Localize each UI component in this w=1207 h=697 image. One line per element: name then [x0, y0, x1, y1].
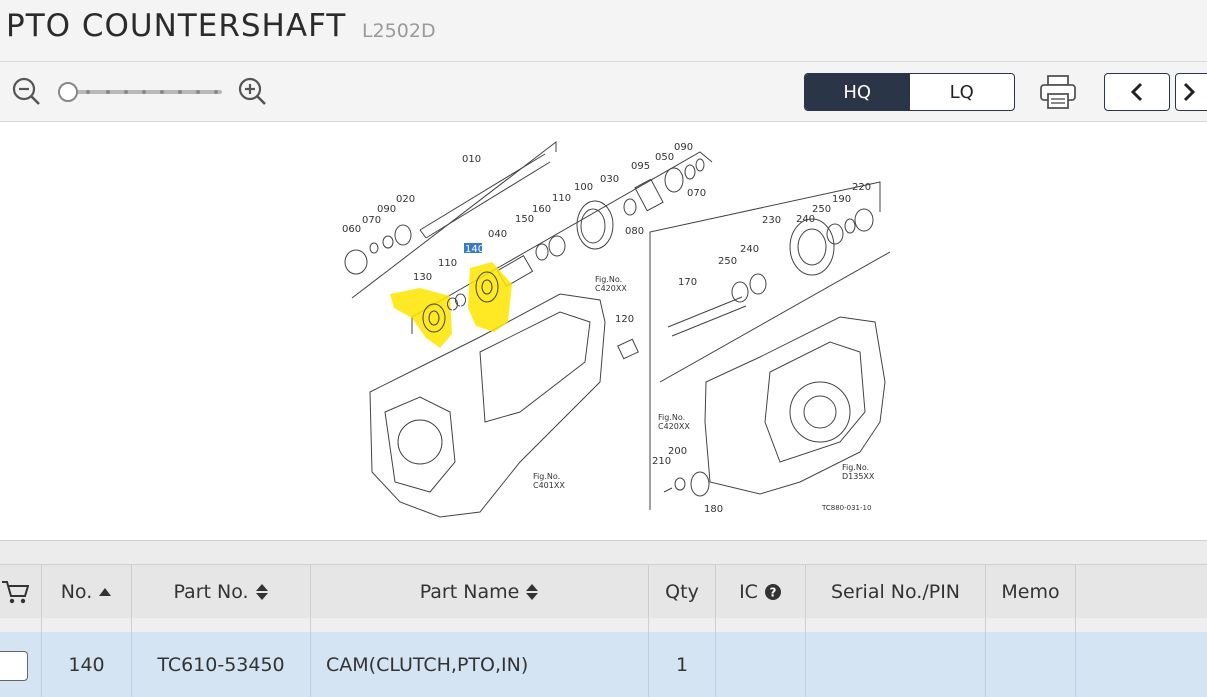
- fig-ref-code[interactable]: C420XX: [658, 422, 690, 431]
- callout-240b[interactable]: 240: [740, 244, 759, 255]
- callout-210[interactable]: 210: [652, 456, 671, 467]
- zoom-slider-thumb[interactable]: [58, 82, 78, 102]
- col-serial-label: Serial No./PIN: [830, 580, 961, 603]
- drawing-id: TC880-031-10: [821, 504, 871, 512]
- quality-toggle: HQ LQ: [804, 73, 1015, 111]
- col-part-name-label: Part Name: [419, 580, 520, 603]
- callout-150[interactable]: 150: [515, 214, 534, 225]
- callout-250a[interactable]: 250: [812, 204, 831, 215]
- col-part-no-label: Part No.: [173, 580, 249, 603]
- callout-230[interactable]: 230: [762, 215, 781, 226]
- sort-icon: [255, 583, 268, 600]
- callout-120[interactable]: 120: [615, 314, 634, 325]
- col-ic: IC ?: [716, 565, 806, 618]
- sort-asc-icon: [99, 587, 112, 596]
- callout-020[interactable]: 020: [396, 194, 415, 205]
- highlight-marker: [390, 262, 512, 348]
- col-no[interactable]: No.: [42, 565, 132, 618]
- cell-memo[interactable]: [986, 632, 1076, 697]
- cell-part-no[interactable]: TC610-53450: [132, 632, 311, 697]
- next-button[interactable]: [1175, 73, 1207, 111]
- callout-240a[interactable]: 240: [796, 214, 815, 225]
- exploded-parts-diagram[interactable]: 010 020 030 040 050 060 070 070 080 090 …: [0, 122, 1207, 540]
- fig-ref-label: Fig.No.: [595, 275, 622, 284]
- col-memo-label: Memo: [1001, 580, 1060, 603]
- callout-220[interactable]: 220: [852, 182, 871, 193]
- chevron-left-icon: [1130, 82, 1143, 102]
- callout-090a[interactable]: 090: [377, 204, 396, 215]
- col-serial: Serial No./PIN: [806, 565, 986, 618]
- cell-part-name: CAM(CLUTCH,PTO,IN): [311, 632, 649, 697]
- col-part-name[interactable]: Part Name: [311, 565, 649, 618]
- callout-140[interactable]: 140: [465, 244, 484, 255]
- fig-ref-code[interactable]: C420XX: [595, 284, 627, 293]
- fig-ref-label: Fig.No.: [533, 472, 560, 481]
- fig-ref-label: Fig.No.: [658, 413, 685, 422]
- col-part-no[interactable]: Part No.: [132, 565, 311, 618]
- panel-divider[interactable]: [0, 540, 1207, 565]
- svg-text:?: ?: [769, 585, 776, 599]
- col-qty: Qty: [649, 565, 716, 618]
- callout-010[interactable]: 010: [462, 154, 481, 165]
- cell-no: 140: [42, 632, 132, 697]
- table-row[interactable]: 140 TC610-53450 CAM(CLUTCH,PTO,IN) 1: [0, 632, 1207, 697]
- row-checkbox[interactable]: [0, 651, 28, 681]
- toolbar: HQ LQ: [0, 62, 1207, 122]
- callout-160[interactable]: 160: [532, 204, 551, 215]
- callout-070b[interactable]: 070: [687, 188, 706, 199]
- callout-050[interactable]: 050: [655, 152, 674, 163]
- parts-diagram-panel: 010 020 030 040 050 060 070 070 080 090 …: [0, 122, 1207, 540]
- cell-serial: [806, 632, 986, 697]
- printer-icon[interactable]: [1038, 72, 1078, 112]
- callout-040[interactable]: 040: [488, 229, 507, 240]
- callout-170[interactable]: 170: [678, 277, 697, 288]
- callout-070a[interactable]: 070: [362, 215, 381, 226]
- zoom-in-icon[interactable]: [236, 75, 268, 107]
- page-header: PTO COUNTERSHAFT L2502D: [0, 0, 1207, 62]
- col-ic-label: IC: [739, 580, 758, 603]
- cart-icon: [1, 580, 29, 603]
- callout-140-highlight: [464, 243, 482, 253]
- zoom-slider-track[interactable]: [66, 90, 222, 94]
- cell-ic: [716, 632, 806, 697]
- help-icon[interactable]: ?: [764, 583, 782, 601]
- row-select-cell: [0, 632, 42, 697]
- model-name: L2502D: [362, 20, 436, 42]
- callout-100[interactable]: 100: [574, 182, 593, 193]
- callout-110a[interactable]: 110: [552, 193, 571, 204]
- cell-qty: 1: [649, 632, 716, 697]
- callout-090b[interactable]: 090: [674, 142, 693, 153]
- callout-130[interactable]: 130: [413, 272, 432, 283]
- callout-060[interactable]: 060: [342, 224, 361, 235]
- col-no-label: No.: [60, 580, 93, 603]
- callout-250b[interactable]: 250: [718, 256, 737, 267]
- zoom-out-icon[interactable]: [10, 75, 42, 107]
- fig-ref-label: Fig.No.: [842, 463, 869, 472]
- sort-icon: [526, 583, 539, 600]
- col-cart[interactable]: [0, 565, 42, 618]
- col-qty-label: Qty: [665, 580, 699, 603]
- page-title: PTO COUNTERSHAFT: [6, 8, 347, 44]
- callout-110b[interactable]: 110: [438, 258, 457, 269]
- fig-ref-code[interactable]: D135XX: [842, 472, 875, 481]
- callout-080[interactable]: 080: [625, 226, 644, 237]
- callout-095[interactable]: 095: [631, 161, 650, 172]
- callout-180[interactable]: 180: [704, 504, 723, 515]
- callout-190[interactable]: 190: [832, 194, 851, 205]
- fig-ref-code[interactable]: C401XX: [533, 481, 565, 490]
- prev-button[interactable]: [1104, 73, 1170, 111]
- parts-table-header: No. Part No. Part Name Qty IC ? Serial N…: [0, 564, 1207, 619]
- hq-button[interactable]: HQ: [805, 74, 910, 110]
- chevron-right-icon: [1183, 82, 1196, 102]
- filter-row: [0, 618, 1207, 632]
- lq-button[interactable]: LQ: [949, 81, 974, 103]
- col-memo: Memo: [986, 565, 1076, 618]
- callout-030[interactable]: 030: [600, 174, 619, 185]
- callout-200[interactable]: 200: [668, 446, 687, 457]
